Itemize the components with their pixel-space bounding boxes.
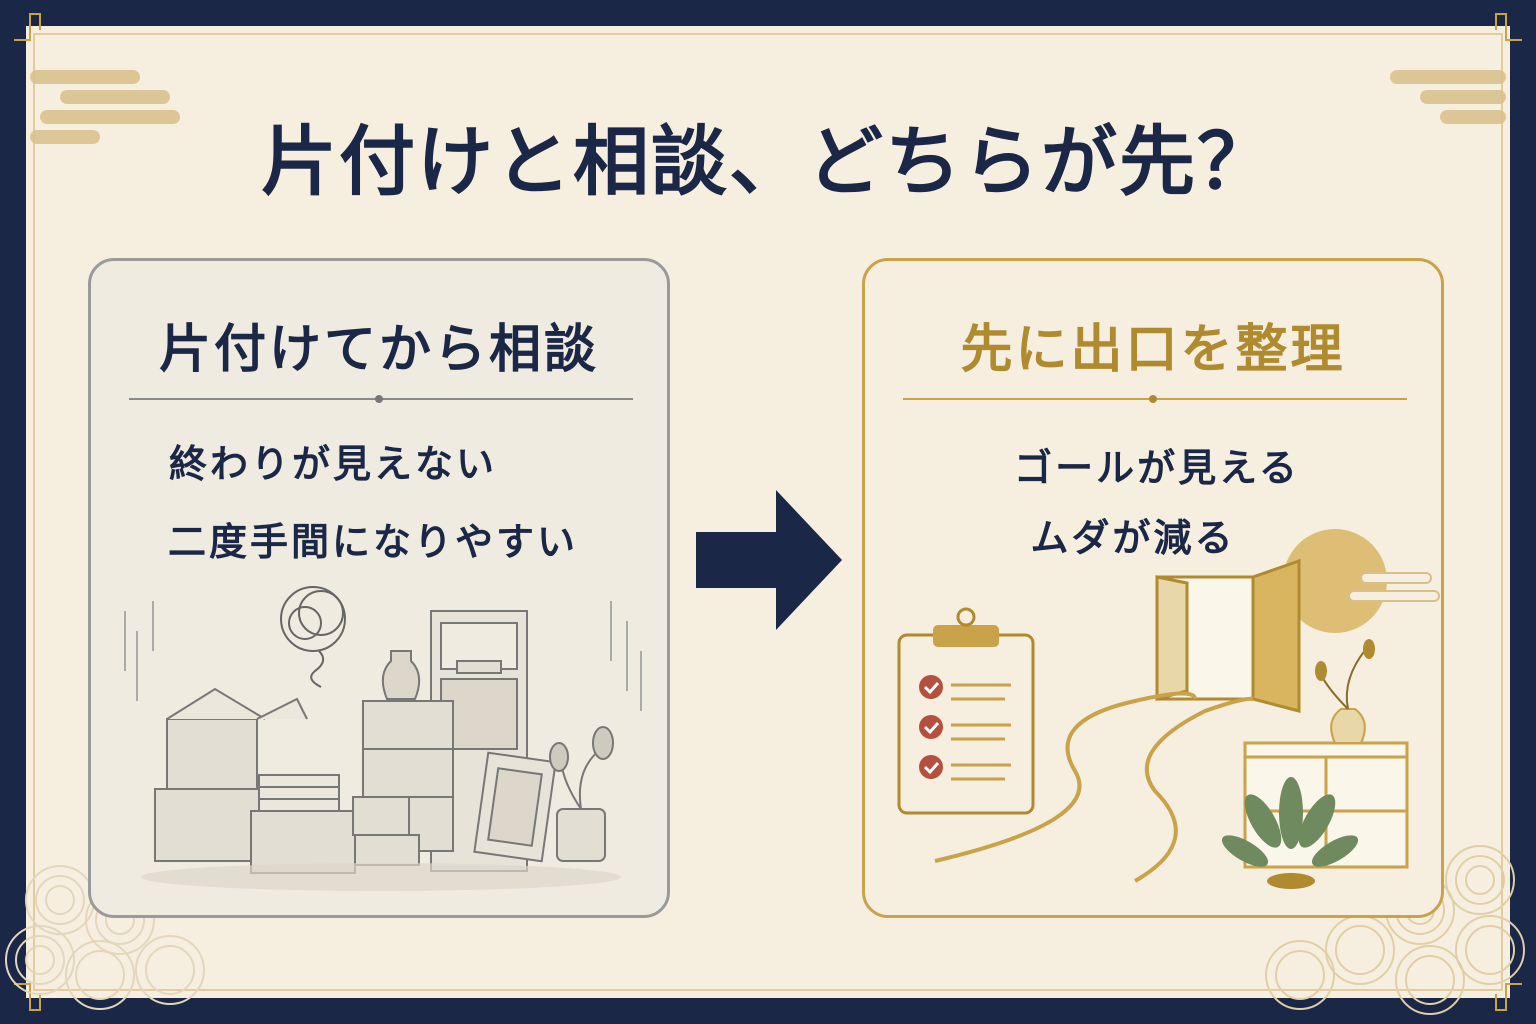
right-panel-heading: 先に出口を整理 (960, 320, 1346, 380)
page-title: 片付けと相談、どちらが先？ (261, 117, 1275, 206)
corner-ornament-icon (14, 13, 1522, 1011)
cluttered-room-illustration (124, 586, 642, 891)
cloud-icon (1348, 572, 1440, 602)
right-panel: 先に出口を整理 ゴールが見える ムダが減る (862, 258, 1444, 918)
clipboard-checklist-icon (897, 607, 1035, 815)
left-divider (129, 395, 633, 403)
left-panel-heading: 片付けてから相談 (158, 320, 599, 380)
tangled-scribble-icon (280, 586, 346, 688)
left-panel: 片付けてから相談 終わりが見えない 二度手間になりやすい (88, 258, 670, 918)
potted-plant-icon (1221, 777, 1359, 889)
right-line-1: ゴールが見える (1014, 446, 1300, 490)
gloom-lines-icon (124, 601, 642, 711)
left-line-1: 終わりが見えない (168, 442, 497, 486)
cloud-icon (30, 70, 180, 144)
sun-icon (1283, 529, 1387, 633)
arrow-right-icon (696, 490, 842, 630)
vase-icon (1315, 639, 1375, 744)
organized-room-illustration (897, 529, 1440, 889)
cloud-icon (1390, 70, 1506, 124)
right-divider (903, 395, 1407, 403)
right-line-2: ムダが減る (1030, 516, 1236, 560)
left-line-2: 二度手間になりやすい (167, 520, 578, 564)
open-door-icon (1155, 558, 1301, 713)
